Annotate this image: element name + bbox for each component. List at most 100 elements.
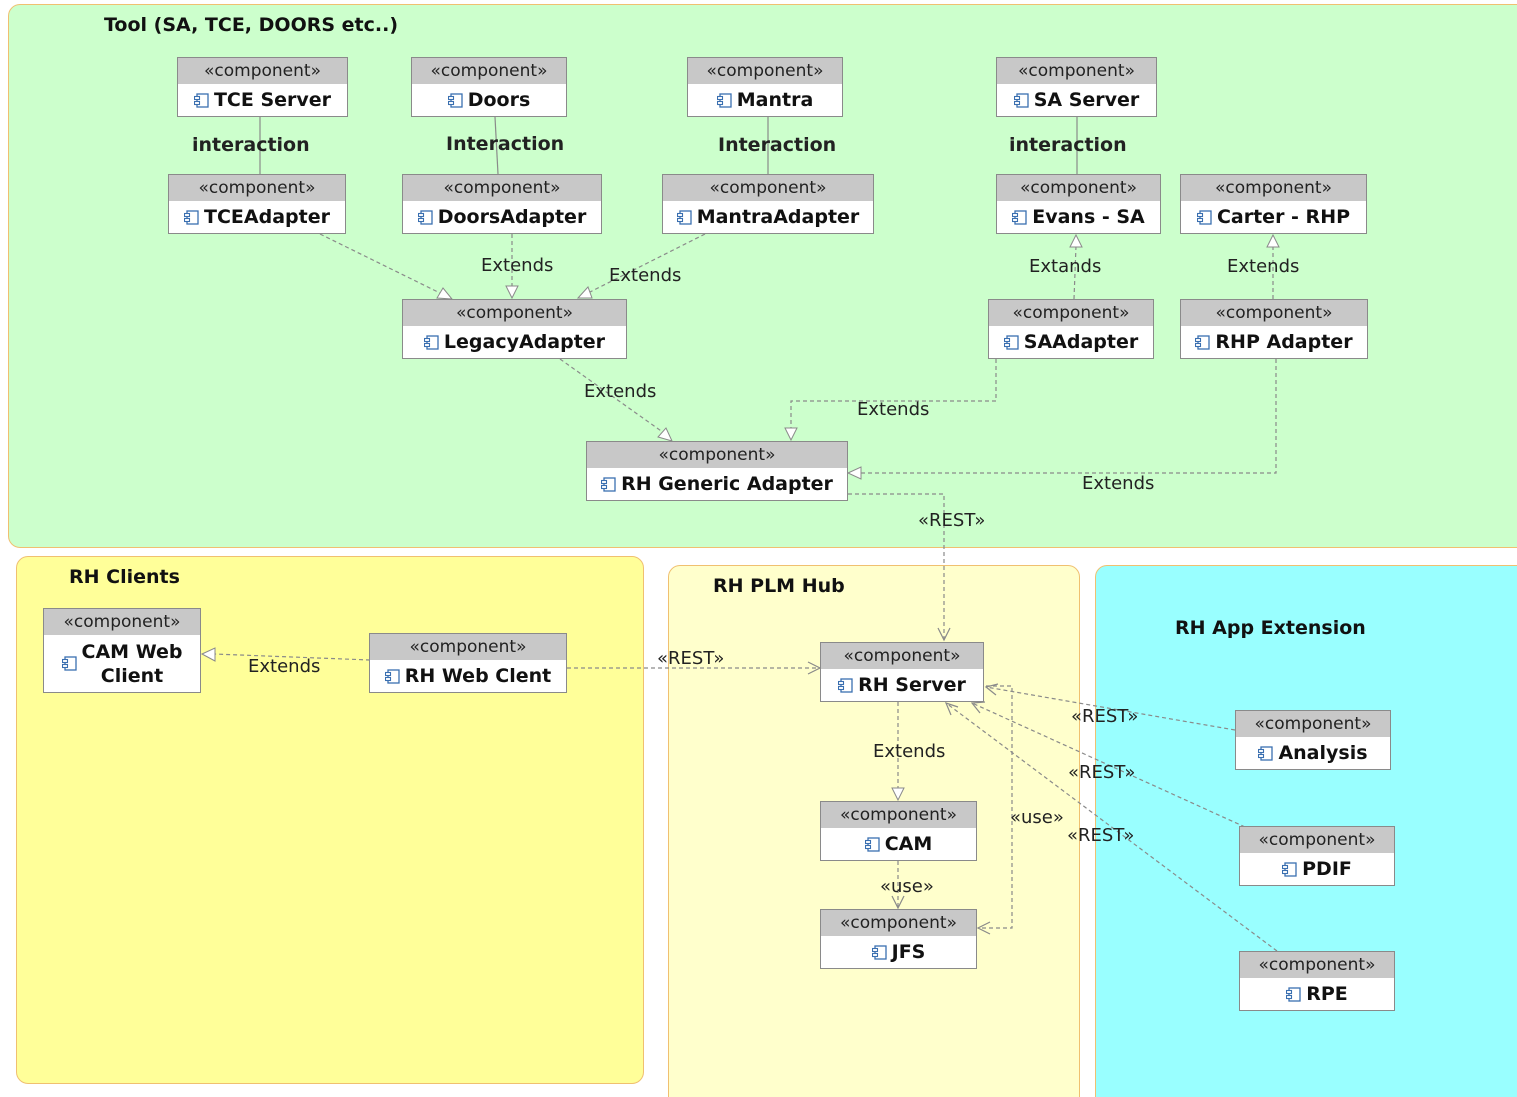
- component-rpe[interactable]: «component» RPE: [1239, 951, 1395, 1011]
- component-name: Mantra: [736, 89, 814, 111]
- edge-saadapter-evans: [1073, 245, 1077, 300]
- component-carter-rhp[interactable]: «component» Carter - RHP: [1180, 174, 1367, 234]
- component-name: SA Server: [1033, 89, 1140, 111]
- label-pdif-rest: «REST»: [1068, 762, 1136, 783]
- component-name: TCEAdapter: [204, 206, 330, 228]
- component-pdif[interactable]: «component» PDIF: [1239, 826, 1395, 886]
- arrowhead-rhpadapter-generic: [846, 466, 862, 480]
- label-saadapter-extends: Extends: [857, 399, 930, 420]
- component-name: Evans - SA: [1032, 206, 1145, 228]
- component-rhp-adapter[interactable]: «component» RHP Adapter: [1180, 299, 1368, 359]
- stereotype-label: «component»: [997, 58, 1156, 84]
- component-name: RHP Adapter: [1215, 331, 1353, 353]
- component-rh-server[interactable]: «component» RH Server: [820, 642, 984, 702]
- arrowhead-cam-jfs: [891, 895, 905, 910]
- label-rpe-rest: «REST»: [1067, 825, 1135, 846]
- component-icon: [871, 944, 887, 960]
- component-icon: [1013, 92, 1029, 108]
- arrowhead-doors-legacy: [505, 285, 519, 300]
- arrowhead-generic-server: [937, 627, 951, 642]
- stereotype-label: «component»: [1240, 952, 1394, 978]
- arrowhead-rpe-server: [944, 702, 959, 716]
- component-doors-adapter[interactable]: «component» DoorsAdapter: [402, 174, 602, 234]
- component-name: TCE Server: [213, 89, 332, 111]
- arrowhead-analysis-server: [984, 683, 999, 696]
- component-icon: [423, 334, 439, 350]
- arrowhead-saadapter-generic: [784, 427, 798, 442]
- edge-generic-rest-server: [848, 493, 945, 640]
- edge-saadapter-generic: [790, 359, 997, 429]
- stereotype-label: «component»: [821, 802, 976, 828]
- arrowhead-evans: [1069, 233, 1083, 248]
- component-name: DoorsAdapter: [437, 206, 587, 228]
- component-icon: [838, 677, 853, 693]
- component-legacy-adapter[interactable]: «component» LegacyAdapter: [402, 299, 627, 359]
- component-doors[interactable]: «component» Doors: [411, 57, 567, 117]
- package-title-rh-app-extension: RH App Extension: [1175, 617, 1366, 639]
- component-icon: [184, 209, 199, 225]
- component-icon: [676, 209, 692, 225]
- component-name: MantraAdapter: [696, 206, 860, 228]
- component-rh-generic-adapter[interactable]: «component» RH Generic Adapter: [586, 441, 848, 501]
- component-name: PDIF: [1302, 858, 1352, 880]
- package-title-rh-plm-hub: RH PLM Hub: [713, 575, 845, 597]
- stereotype-label: «component»: [821, 643, 983, 669]
- component-sa-server[interactable]: «component» SA Server: [996, 57, 1157, 117]
- component-mantra[interactable]: «component» Mantra: [687, 57, 843, 117]
- stereotype-label: «component»: [178, 58, 347, 84]
- component-icon: [193, 92, 209, 108]
- component-icon: [1196, 209, 1212, 225]
- arrowhead-legacy-generic: [657, 427, 673, 442]
- component-name: RH Generic Adapter: [621, 473, 833, 495]
- edge-mantra-extends: [587, 233, 706, 294]
- component-name: JFS: [891, 941, 926, 963]
- component-tce-adapter[interactable]: «component» TCEAdapter: [168, 174, 346, 234]
- stereotype-label: «component»: [997, 175, 1160, 201]
- label-mantra-extends: Extends: [609, 265, 682, 286]
- stereotype-label: «component»: [1236, 711, 1390, 737]
- label-generic-rest: «REST»: [918, 510, 986, 531]
- label-webclient-rest: «REST»: [657, 648, 725, 669]
- label-doors-extends: Extends: [481, 255, 554, 276]
- component-name: SAAdapter: [1023, 331, 1139, 353]
- component-cam[interactable]: «component» CAM: [820, 801, 977, 861]
- package-title-tool: Tool (SA, TCE, DOORS etc..): [104, 14, 398, 36]
- component-mantra-adapter[interactable]: «component» MantraAdapter: [662, 174, 874, 234]
- component-icon: [601, 476, 616, 492]
- stereotype-label: «component»: [688, 58, 842, 84]
- component-rh-web-client[interactable]: «component» RH Web Clent: [369, 633, 567, 693]
- stereotype-label: «component»: [989, 300, 1153, 326]
- edge-rhpadapter-generic: [860, 359, 1277, 474]
- component-tce-server[interactable]: «component» TCE Server: [177, 57, 348, 117]
- stereotype-label: «component»: [587, 442, 847, 468]
- component-name: RPE: [1306, 983, 1348, 1005]
- stereotype-label: «component»: [403, 300, 626, 326]
- arrowhead-server-jfs: [976, 921, 991, 935]
- arrowhead-server-cam: [891, 787, 905, 802]
- label-server-use: «use»: [1010, 807, 1064, 828]
- stereotype-label: «component»: [403, 175, 601, 201]
- label-evans-extands: Extands: [1029, 256, 1102, 277]
- component-icon: [1286, 986, 1301, 1002]
- component-sa-adapter[interactable]: «component» SAAdapter: [988, 299, 1154, 359]
- label-sa-interaction: interaction: [1009, 134, 1127, 156]
- component-icon: [1195, 334, 1211, 350]
- component-jfs[interactable]: «component» JFS: [820, 909, 977, 969]
- edge-server-use-jfs: [978, 685, 1013, 929]
- stereotype-label: «component»: [821, 910, 976, 936]
- component-icon: [447, 92, 463, 108]
- component-cam-web-client[interactable]: «component» CAM Web Client: [43, 608, 201, 693]
- component-icon: [1012, 209, 1027, 225]
- component-icon: [1003, 334, 1019, 350]
- component-icon: [384, 668, 400, 684]
- component-analysis[interactable]: «component» Analysis: [1235, 710, 1391, 770]
- edge-tce-extends: [319, 233, 443, 295]
- label-rhpadapter-extends: Extends: [1082, 473, 1155, 494]
- component-icon: [61, 656, 77, 671]
- arrowhead-mantra-legacy: [576, 286, 593, 299]
- component-icon: [1258, 745, 1274, 761]
- edge-doors-interaction: [494, 116, 499, 175]
- component-icon: [1282, 861, 1297, 877]
- component-evans-sa[interactable]: «component» Evans - SA: [996, 174, 1161, 234]
